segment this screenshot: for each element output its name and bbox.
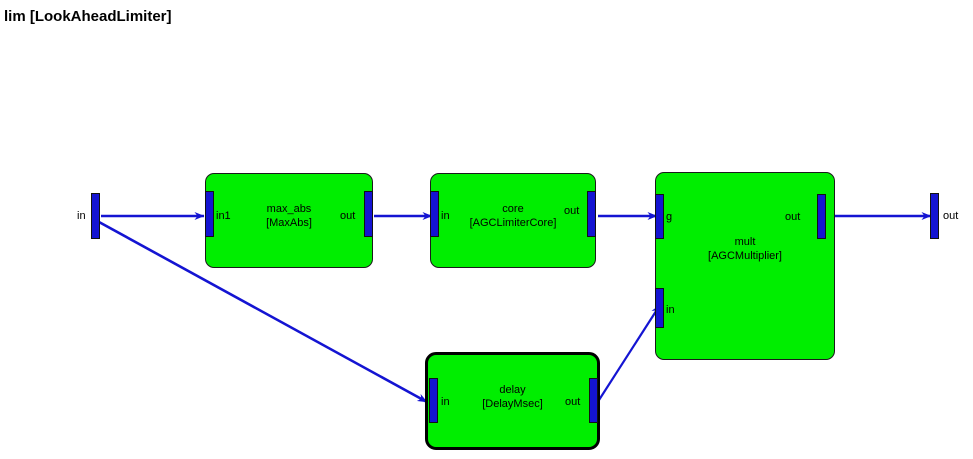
block-max_abs-port-in1[interactable] xyxy=(205,191,214,237)
block-mult-title-line2: [AGCMultiplier] xyxy=(708,250,782,262)
block-mult[interactable]: mult [AGCMultiplier] xyxy=(655,172,835,360)
block-core[interactable]: core [AGCLimiterCore] xyxy=(430,173,596,268)
block-mult-port-g-label: g xyxy=(666,211,673,223)
block-core-title-line2: [AGCLimiterCore] xyxy=(469,217,557,229)
block-core-port-in[interactable] xyxy=(430,191,439,237)
block-mult-port-out-label: out xyxy=(785,211,801,223)
block-max_abs-port-out-label: out xyxy=(340,210,356,222)
block-max_abs-port-out[interactable] xyxy=(364,191,373,237)
input-terminal-label: in xyxy=(77,210,86,222)
block-delay-port-out[interactable] xyxy=(589,378,598,423)
block-mult-port-in[interactable] xyxy=(655,288,664,328)
wire-delay-to-mult-in xyxy=(598,304,661,401)
input-terminal[interactable] xyxy=(91,193,100,239)
output-terminal[interactable] xyxy=(930,193,939,239)
block-max_abs-port-in1-label: in1 xyxy=(216,210,231,222)
block-delay-port-in[interactable] xyxy=(429,378,438,423)
block-mult-title-line1: mult xyxy=(734,236,756,248)
block-mult-port-g[interactable] xyxy=(655,194,664,239)
page-title: lim [LookAheadLimiter] xyxy=(4,8,172,25)
block-delay-title-line1: delay xyxy=(499,384,526,396)
block-core-port-out-label: out xyxy=(564,205,580,217)
output-terminal-label: out xyxy=(943,210,959,222)
block-mult-port-in-label: in xyxy=(666,304,675,316)
block-core-port-out[interactable] xyxy=(587,191,596,237)
block-delay-port-out-label: out xyxy=(565,396,581,408)
block-core-port-in-label: in xyxy=(441,210,450,222)
block-mult-port-out[interactable] xyxy=(817,194,826,239)
block-delay-port-in-label: in xyxy=(441,396,450,408)
wire-in-to-delay xyxy=(98,220,428,404)
